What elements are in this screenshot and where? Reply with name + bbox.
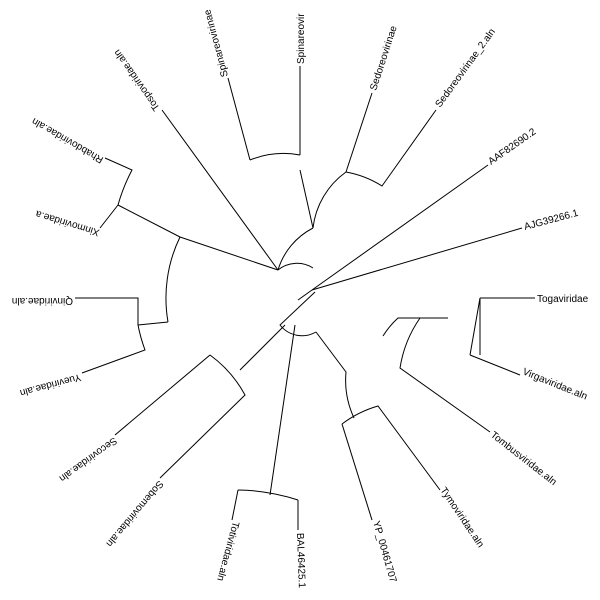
branch bbox=[311, 164, 489, 291]
branch bbox=[311, 227, 523, 291]
branch bbox=[345, 109, 437, 187]
leaf-label-sobemoviridae: Sobemoviridae.aln bbox=[103, 478, 165, 549]
branch bbox=[99, 204, 119, 229]
branch bbox=[239, 324, 286, 371]
branch bbox=[237, 489, 299, 501]
branch bbox=[117, 204, 181, 238]
leaf-label-ajg39266: AJG39266.1 bbox=[523, 208, 580, 233]
branch bbox=[341, 423, 373, 521]
branch bbox=[165, 236, 181, 323]
branch bbox=[231, 489, 239, 521]
branch bbox=[315, 331, 355, 419]
branch bbox=[277, 262, 314, 271]
branch bbox=[179, 236, 279, 271]
branch bbox=[81, 324, 146, 374]
leaf-label-spinareovir: Spinareovir bbox=[296, 13, 307, 64]
leaf-label-bal46425: BAL46425.1 bbox=[294, 533, 307, 589]
leaf-label-totiviridae: Totiviridae.aln bbox=[214, 520, 240, 582]
branch bbox=[227, 77, 251, 161]
leaf-label-virgaviridae: Virgaviridae.aln bbox=[521, 367, 589, 403]
branch bbox=[312, 171, 347, 229]
branch bbox=[75, 297, 139, 325]
branch bbox=[279, 291, 317, 337]
branch bbox=[297, 289, 313, 301]
leaf-label-xinmoviridae: Xinmoviridae.a bbox=[34, 208, 101, 238]
branch bbox=[469, 354, 521, 376]
branch bbox=[299, 169, 314, 229]
leaf-label-sedoreovirinae: Sedoreovirinae bbox=[368, 24, 399, 92]
branch bbox=[104, 157, 133, 206]
leaf-label-sedoreovirinae-2: Sedoreovirinae_2.aln bbox=[434, 27, 498, 110]
leaf-label-tombusviridae: Tombusviridae.aln bbox=[488, 430, 558, 488]
branch bbox=[137, 321, 169, 326]
branch bbox=[249, 153, 301, 161]
leaf-label-tymoviridae: Tymoviridae.aln bbox=[438, 486, 486, 550]
branch bbox=[269, 324, 296, 496]
leaf-label-tospoviridae: Tospoviridae.aln bbox=[112, 47, 162, 113]
leaf-label-aaf82690: AAF82690.2 bbox=[486, 126, 538, 167]
branch bbox=[114, 354, 211, 436]
branch bbox=[382, 317, 448, 337]
leaf-label-qinviridae: Qinviridae.aln bbox=[12, 295, 73, 306]
leaf-label-rhabdoviridae: Rhabdoviridae.aln bbox=[30, 115, 105, 165]
branch bbox=[399, 317, 491, 433]
leaf-label-yueviridae: Yueviridae.aln bbox=[19, 371, 83, 398]
leaf-label-yp-00461707: YP_00461707 bbox=[370, 520, 398, 584]
branch bbox=[469, 297, 481, 356]
tree-branches bbox=[75, 66, 535, 530]
branch bbox=[161, 109, 279, 271]
branch bbox=[341, 405, 441, 491]
branch bbox=[159, 354, 246, 479]
branch bbox=[277, 227, 314, 271]
leaf-label-spinareovirinae: Spinareovirinae bbox=[202, 8, 231, 78]
branch bbox=[345, 92, 373, 173]
leaf-label-togaviridae: Togaviridae bbox=[537, 294, 589, 305]
leaf-label-secoviridae: Secoviridae.aln bbox=[57, 435, 119, 484]
